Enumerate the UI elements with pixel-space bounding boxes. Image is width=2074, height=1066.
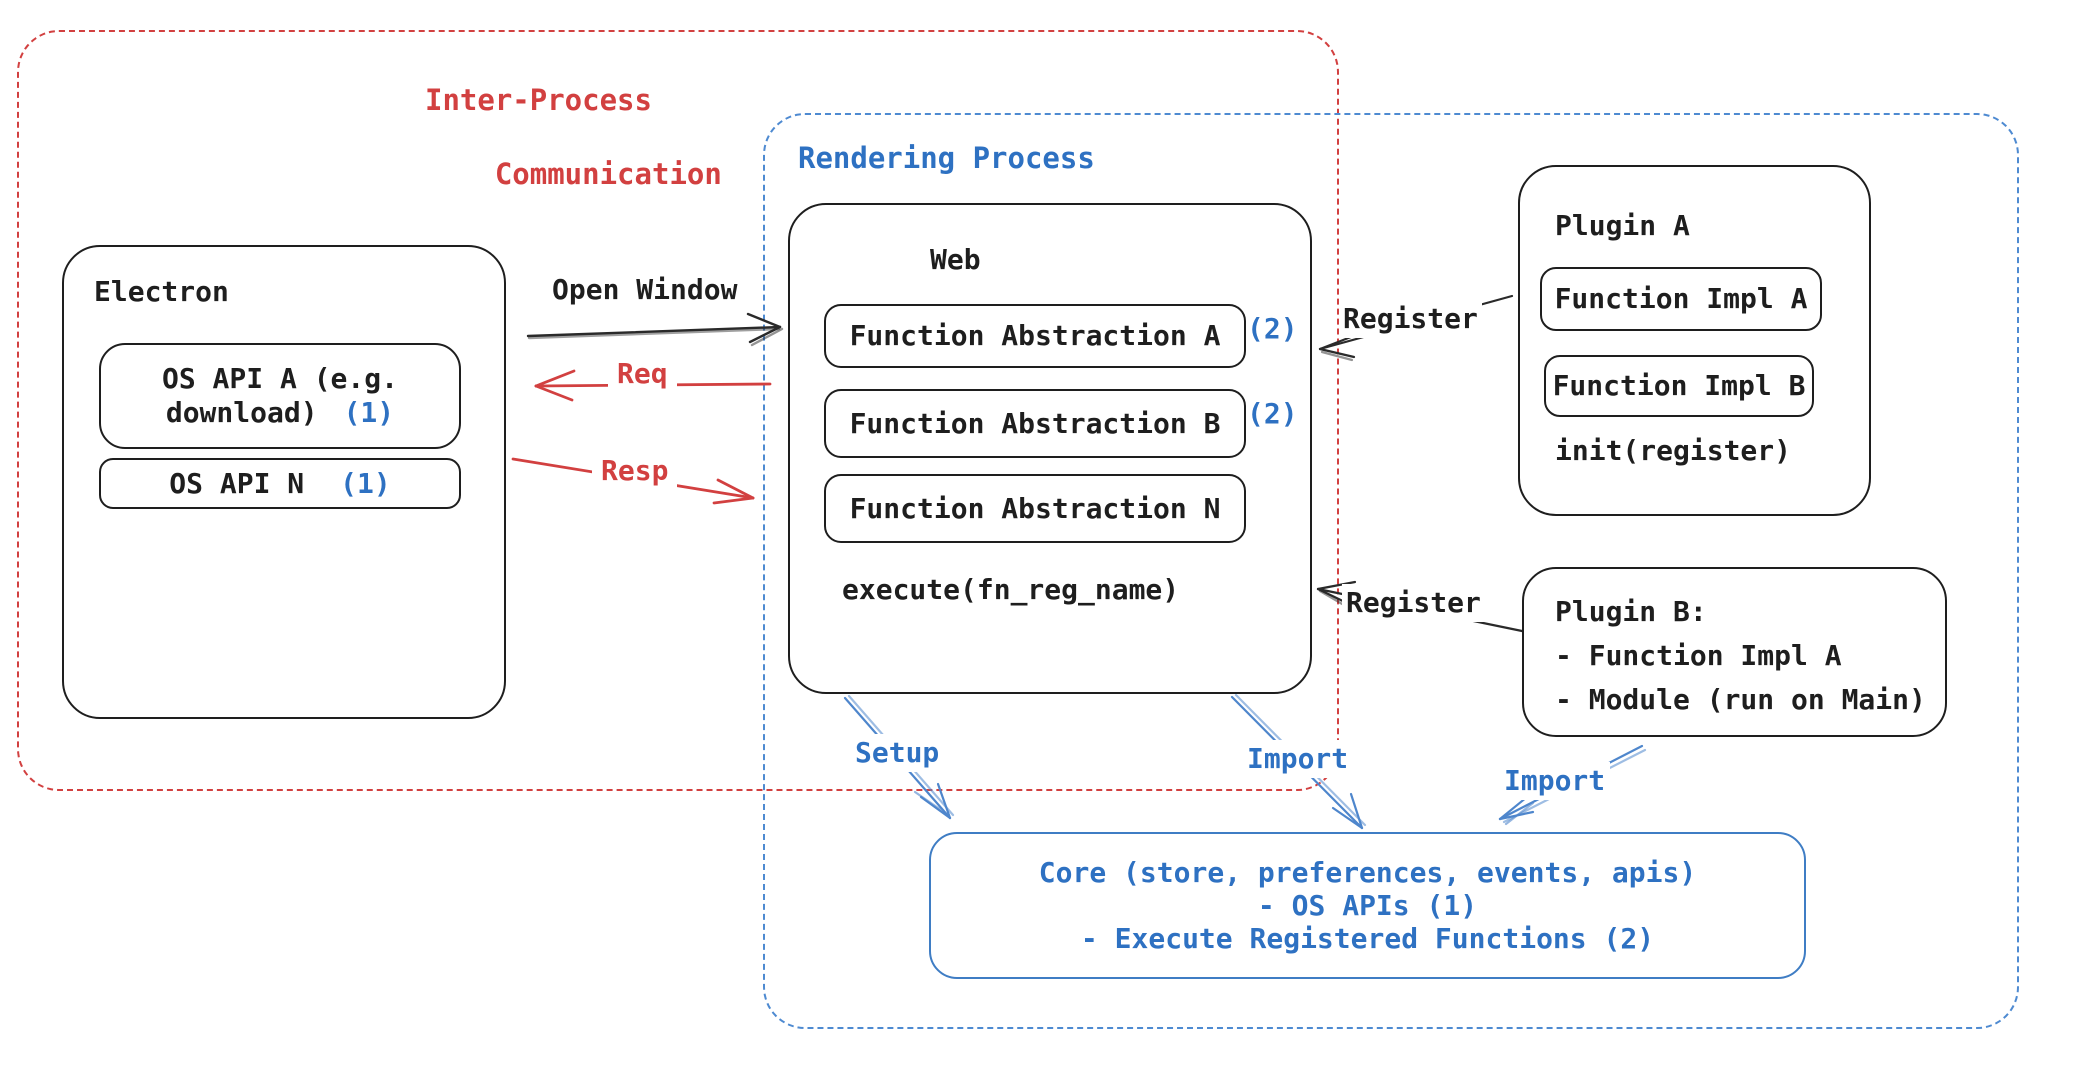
plugin-b-box: Plugin B: - Function Impl A - Module (run …: [1522, 567, 1947, 737]
os-api-n-badge: (1): [340, 466, 391, 500]
import-right-label: Import: [1499, 762, 1611, 800]
core-line3: - Execute Registered Functions (2): [1080, 922, 1655, 955]
plugin-a-title: Plugin A: [1555, 209, 1690, 242]
register-bottom-label: Register: [1342, 584, 1485, 622]
import-left-label: Import: [1238, 740, 1358, 778]
function-abstraction-n-box: Function Abstraction N: [824, 474, 1246, 543]
rendering-group-outline: [763, 113, 2019, 1029]
function-abstraction-b-box: Function Abstraction B: [824, 389, 1246, 458]
electron-title: Electron: [94, 275, 229, 308]
req-label: Req: [608, 355, 677, 393]
os-api-a-box: OS API A (e.g. download) (1): [99, 343, 461, 449]
fn-b-badge: (2): [1247, 397, 1298, 430]
fn-a-badge: (2): [1247, 312, 1298, 345]
plugin-b-title: Plugin B:: [1555, 595, 1707, 628]
open-window-label: Open Window: [552, 273, 738, 306]
function-impl-b-label: Function Impl B: [1552, 369, 1806, 402]
plugin-a-box: Plugin A Function Impl A Function Impl B…: [1518, 165, 1871, 516]
ipc-group-label: Inter-Process Communication: [425, 82, 722, 193]
resp-label: Resp: [592, 452, 678, 490]
core-line2: - OS APIs (1): [1257, 889, 1478, 922]
function-impl-a-label: Function Impl A: [1554, 282, 1808, 315]
os-api-a-line2: download): [165, 396, 318, 429]
os-api-n-box: OS API N (1): [99, 458, 461, 509]
electron-box: Electron OS API A (e.g. download) (1) OS…: [62, 245, 506, 719]
function-abstraction-a-label: Function Abstraction A: [849, 319, 1221, 352]
os-api-a-badge: (1): [343, 396, 395, 429]
plugin-b-item1: - Function Impl A: [1555, 639, 1842, 672]
os-api-n-label: OS API N: [169, 466, 305, 500]
ipc-label-line2: Communication: [494, 157, 722, 191]
register-top-label: Register: [1339, 300, 1482, 338]
core-line1: Core (store, preferences, events, apis): [1038, 856, 1697, 889]
execute-label: execute(fn_reg_name): [842, 573, 1180, 606]
function-impl-b-box: Function Impl B: [1544, 355, 1814, 417]
ipc-group-outline: [17, 30, 1339, 791]
core-box: Core (store, preferences, events, apis) …: [929, 832, 1806, 979]
ipc-label-line1: Inter-Process: [425, 83, 652, 117]
function-impl-a-box: Function Impl A: [1540, 267, 1822, 331]
function-abstraction-n-label: Function Abstraction N: [849, 491, 1221, 525]
function-abstraction-a-box: Function Abstraction A: [824, 304, 1246, 368]
rendering-group-label: Rendering Process: [798, 141, 1095, 175]
plugin-b-item2: - Module (run on Main): [1555, 683, 1926, 716]
plugin-b-content: Plugin B: - Function Impl A - Module (run …: [1555, 590, 1926, 722]
plugin-a-init-label: init(register): [1555, 434, 1792, 467]
web-title: Web: [930, 243, 981, 276]
function-abstraction-b-label: Function Abstraction B: [849, 406, 1221, 440]
web-box: Web Function Abstraction A Function Abst…: [788, 203, 1312, 694]
os-api-a-line1: OS API A (e.g.: [161, 362, 398, 395]
setup-label: Setup: [846, 734, 949, 772]
